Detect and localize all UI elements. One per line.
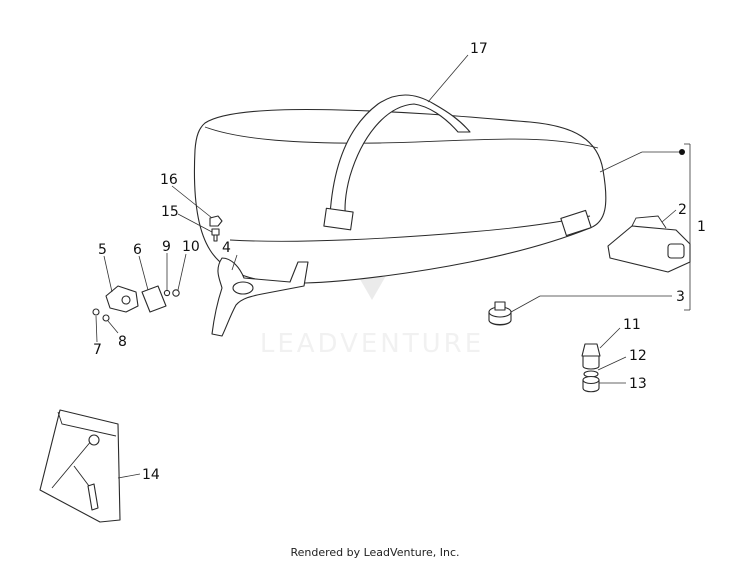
seat-latch-part[interactable] bbox=[607, 215, 691, 273]
callout-labels: 17 16 15 5 6 9 10 4 7 8 2 1 3 11 12 13 1… bbox=[93, 41, 706, 483]
callout-16: 16 bbox=[160, 172, 178, 188]
callout-14: 14 bbox=[142, 467, 160, 483]
callout-4: 4 bbox=[222, 240, 231, 256]
callout-11: 11 bbox=[623, 317, 641, 333]
callout-9: 9 bbox=[162, 239, 171, 255]
bracket-part[interactable] bbox=[211, 257, 309, 337]
pin-part[interactable] bbox=[581, 343, 601, 370]
callout-2: 2 bbox=[678, 202, 687, 218]
plate-part[interactable] bbox=[141, 285, 167, 313]
footer-credit: Rendered by LeadVenture, Inc. bbox=[290, 546, 460, 559]
callout-15: 15 bbox=[161, 204, 179, 220]
washer-part-8[interactable] bbox=[102, 314, 110, 322]
callout-1: 1 bbox=[697, 219, 706, 235]
callout-12: 12 bbox=[629, 348, 647, 364]
callout-5: 5 bbox=[98, 242, 107, 258]
callout-3: 3 bbox=[676, 289, 685, 305]
seat-strap-part[interactable] bbox=[323, 94, 471, 231]
callout-17: 17 bbox=[470, 41, 488, 57]
tool-kit-part[interactable] bbox=[39, 409, 121, 523]
callout-7: 7 bbox=[93, 342, 102, 358]
nut-part-10[interactable] bbox=[172, 289, 180, 297]
screw-part-7[interactable] bbox=[92, 308, 100, 316]
hinge-part[interactable] bbox=[105, 285, 139, 313]
washer-part-9[interactable] bbox=[163, 289, 171, 297]
leader-lines bbox=[95, 54, 691, 479]
bushing-part[interactable] bbox=[582, 375, 600, 393]
callout-13: 13 bbox=[629, 376, 647, 392]
watermark-text: LEADVENTURE bbox=[260, 329, 484, 359]
callout-10: 10 bbox=[182, 239, 200, 255]
seat-part[interactable] bbox=[193, 108, 607, 284]
callout-8: 8 bbox=[118, 334, 127, 350]
nut-part-16[interactable] bbox=[209, 215, 223, 227]
rubber-buffer-part[interactable] bbox=[488, 301, 512, 326]
callout-6: 6 bbox=[133, 242, 142, 258]
